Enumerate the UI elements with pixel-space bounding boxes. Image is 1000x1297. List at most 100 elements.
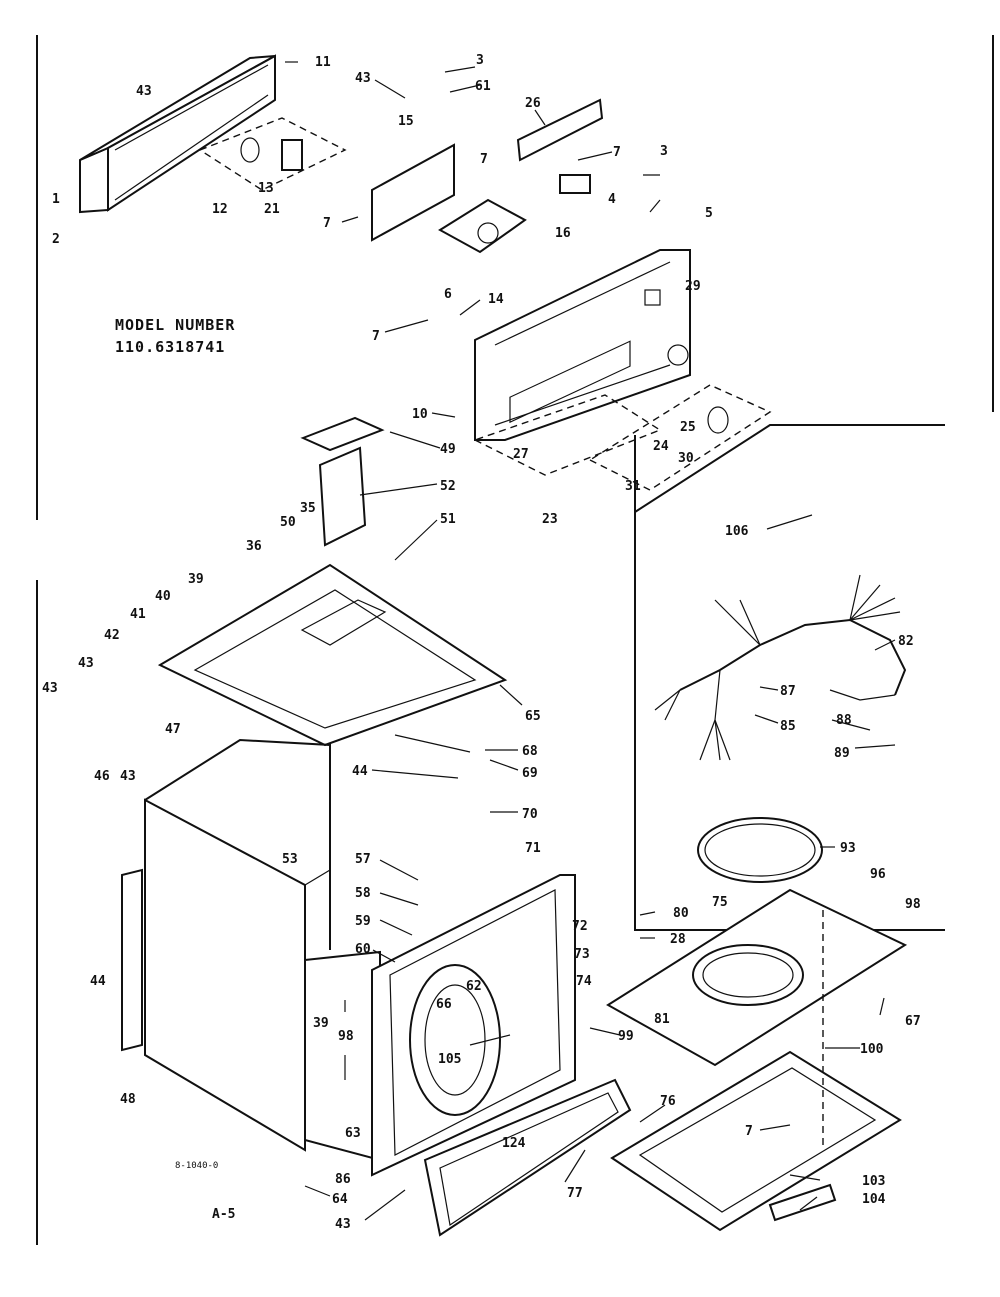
lid-49 [300,416,385,452]
callout-68: 68 [522,744,538,759]
switch-mount-outline [198,117,347,191]
callout-67: 67 [905,1014,921,1029]
callout-99: 99 [618,1029,634,1044]
callout-89: 89 [834,746,850,761]
callout-42: 42 [104,628,120,643]
lid-switch-52 [318,446,367,547]
callout-72: 72 [572,919,588,934]
callout-7e: 7 [745,1124,753,1139]
callout-36: 36 [246,539,262,554]
callout-70: 70 [522,807,538,822]
callout-103: 103 [862,1174,885,1189]
callout-40: 40 [155,589,171,604]
callout-87: 87 [780,684,796,699]
callout-11: 11 [315,55,331,70]
callout-43f: 43 [335,1217,351,1232]
side-panel-48 [121,868,143,1052]
cabinet-top [157,563,508,747]
cabinet-body [144,734,471,1152]
callout-71: 71 [525,841,541,856]
callout-77: 77 [567,1186,583,1201]
callout-88: 88 [836,713,852,728]
backsplash-end-cap [79,54,276,214]
callout-64: 64 [332,1192,348,1207]
base-plate-75 [606,888,908,1067]
callout-98b: 98 [338,1029,354,1044]
callout-66: 66 [436,997,452,1012]
callout-75: 75 [712,895,728,910]
control-panel [474,249,691,441]
callout-7c: 7 [323,216,331,231]
callout-2: 2 [52,232,60,247]
callout-31: 31 [625,479,641,494]
callout-10: 10 [412,407,428,422]
callout-7a: 7 [480,152,488,167]
callout-74: 74 [576,974,592,989]
callout-49: 49 [440,442,456,457]
switch-13 [281,139,303,171]
callout-96: 96 [870,867,886,882]
callout-65: 65 [525,709,541,724]
page-code: A-5 [212,1207,235,1222]
callout-57: 57 [355,852,371,867]
callout-69: 69 [522,766,538,781]
callout-46: 46 [94,769,110,784]
callout-63: 63 [345,1126,361,1141]
timer-bracket [438,198,527,254]
callout-6: 6 [444,287,452,302]
callout-98a: 98 [905,897,921,912]
callout-73: 73 [574,947,590,962]
callout-93: 93 [840,841,856,856]
callout-7d: 7 [372,329,380,344]
part-16 [559,174,591,194]
callout-29: 29 [685,279,701,294]
callout-44b: 44 [90,974,106,989]
panel-outline-dashed [473,394,662,476]
callout-7b: 7 [613,145,621,160]
callout-59: 59 [355,914,371,929]
callout-51: 51 [440,512,456,527]
callout-43a: 43 [136,84,152,99]
harness-frame [634,424,945,931]
part-26-bracket [516,98,604,162]
callout-58: 58 [355,886,371,901]
callout-26: 26 [525,96,541,111]
callout-24: 24 [653,439,669,454]
callout-47: 47 [165,722,181,737]
callout-53: 53 [282,852,298,867]
callout-3b: 3 [660,144,668,159]
callout-106: 106 [725,524,749,539]
belt-93 [697,817,823,883]
callout-4: 4 [608,192,616,207]
kick-panel-77 [423,1078,632,1237]
front-panel [371,874,576,1177]
callout-124: 124 [502,1136,526,1151]
callout-44a: 44 [352,764,368,779]
panel-outline-dashed-2 [588,384,772,491]
callout-12: 12 [212,202,228,217]
callout-39b: 39 [313,1016,329,1031]
callout-28: 28 [670,932,686,947]
callout-23: 23 [542,512,558,527]
callout-60: 60 [355,942,371,957]
part-callouts: 1 2 3 3 4 5 6 7 7 7 7 7 10 11 12 13 14 1… [42,53,921,1232]
callout-80: 80 [673,906,689,921]
callout-41: 41 [130,607,146,622]
callout-62: 62 [466,979,482,994]
model-number: 110.6318741 [115,338,225,356]
callout-1: 1 [52,192,60,207]
callout-30: 30 [678,451,694,466]
callout-27: 27 [513,447,529,462]
cabinet-front-frame [304,950,381,1162]
callout-85: 85 [780,719,796,734]
model-heading: MODEL NUMBER [115,316,235,334]
callout-43c: 43 [78,656,94,671]
callout-5: 5 [705,206,713,221]
callout-104: 104 [862,1192,886,1207]
callout-14: 14 [488,292,504,307]
timer-plate [371,143,455,242]
leader-lines [285,61,896,1221]
callout-86: 86 [335,1172,351,1187]
callout-39a: 39 [188,572,204,587]
